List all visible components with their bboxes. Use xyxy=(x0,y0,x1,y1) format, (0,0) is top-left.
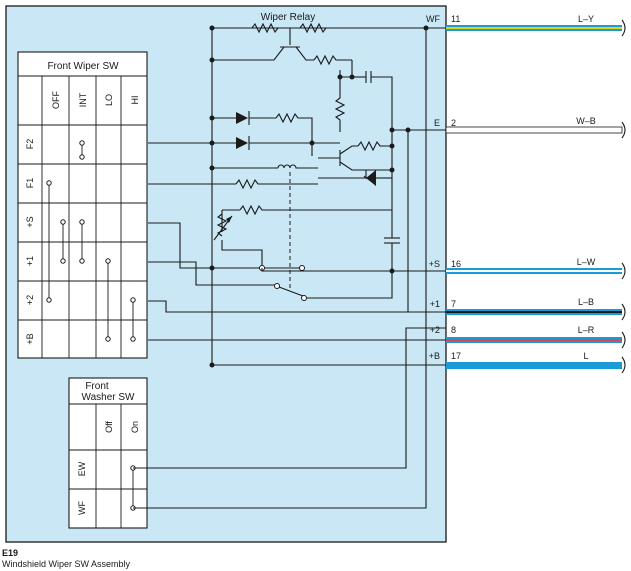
wire-color-l-y: L–Y xyxy=(578,14,594,24)
assembly-name: Windshield Wiper SW Assembly xyxy=(2,559,131,569)
terminal-plus-b-pin: 17 xyxy=(451,351,461,361)
row-header-plus-2: +2 xyxy=(25,295,35,305)
connector-id: E19 xyxy=(2,548,18,558)
terminal-wf-name: WF xyxy=(426,14,440,24)
terminal-plus-1-name: +1 xyxy=(430,299,440,309)
front-wiper-switch-table: Front Wiper SW OFF INT LO HI F2 F1 +S +1… xyxy=(17,51,148,359)
terminal-e-name: E xyxy=(434,118,440,128)
row-header-plus-1: +1 xyxy=(25,256,35,266)
terminal-e-pin: 2 xyxy=(451,118,456,128)
terminal-plus-s: +S 16 L–W xyxy=(429,257,626,280)
terminal-plus-s-pin: 16 xyxy=(451,259,461,269)
wire-color-l-r: L–R xyxy=(578,325,595,335)
terminal-e: E 2 W–B xyxy=(434,116,626,139)
terminal-plus-2-name: +2 xyxy=(430,325,440,335)
column-header-hi: HI xyxy=(130,96,140,105)
column-header-off: OFF xyxy=(51,91,61,109)
front-washer-switch-table: Front Washer SW Off On EW WF xyxy=(68,377,148,529)
wire-color-w-b: W–B xyxy=(576,116,596,126)
wire-color-l: L xyxy=(583,351,588,361)
column-header-washer-off: Off xyxy=(104,421,114,433)
terminal-wf: WF 11 L–Y xyxy=(426,14,626,37)
row-header-f1: F1 xyxy=(25,178,35,189)
front-wiper-switch-title: Front Wiper SW xyxy=(47,61,119,72)
wiper-relay-circuit: Wiper Relay xyxy=(148,12,446,370)
wiper-switch-continuity xyxy=(46,140,136,342)
wire-color-l-b: L–B xyxy=(578,297,594,307)
terminal-wf-pin: 11 xyxy=(451,14,460,24)
column-header-lo: LO xyxy=(104,94,114,106)
row-header-wf: WF xyxy=(77,501,87,515)
row-header-plus-b: +B xyxy=(25,333,35,344)
column-header-washer-on: On xyxy=(130,421,140,433)
terminal-plus-2-pin: 8 xyxy=(451,325,456,335)
row-header-ew: EW xyxy=(77,461,87,476)
row-header-f2: F2 xyxy=(25,139,35,150)
terminal-plus-1: +1 7 L–B xyxy=(430,297,626,321)
terminal-plus-1-pin: 7 xyxy=(451,299,456,309)
terminal-plus-s-name: +S xyxy=(429,259,440,269)
switch-output-wiring xyxy=(133,280,446,509)
front-washer-switch-title-line1: Front xyxy=(85,381,109,392)
wiper-relay-label: Wiper Relay xyxy=(261,12,315,23)
terminal-plus-2: +2 8 L–R xyxy=(430,325,626,349)
wire-color-l-w: L–W xyxy=(577,257,596,267)
terminal-plus-b-name: +B xyxy=(429,351,440,361)
row-header-plus-s: +S xyxy=(25,216,35,227)
terminal-plus-b: +B 17 L xyxy=(429,351,626,374)
column-header-int: INT xyxy=(78,92,88,107)
front-washer-switch-title-line2: Washer SW xyxy=(82,392,136,403)
